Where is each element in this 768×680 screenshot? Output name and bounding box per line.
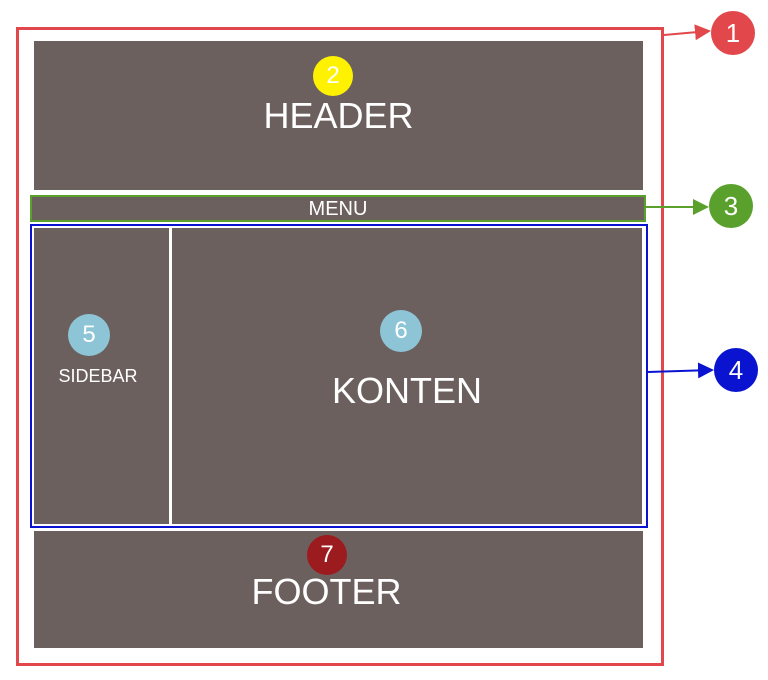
header-number-badge: 2 xyxy=(313,56,353,96)
page-callout-arrow xyxy=(663,24,711,41)
sidebar-content-divider xyxy=(169,228,172,524)
header-number: 2 xyxy=(326,62,340,89)
sidebar-number: 5 xyxy=(82,321,96,348)
sidebar-number-badge: 5 xyxy=(68,314,110,356)
page-callout-badge: 1 xyxy=(711,11,755,55)
page-container-outline xyxy=(16,27,664,666)
content-number-badge: 6 xyxy=(380,310,422,352)
content-group-outline xyxy=(30,224,648,528)
footer-label: FOOTER xyxy=(251,571,402,612)
content-group-callout-number: 4 xyxy=(728,354,744,385)
content-label: KONTEN xyxy=(331,370,482,411)
content-group-callout-arrow xyxy=(647,362,714,379)
footer-number-badge: 7 xyxy=(307,535,347,575)
menu-label: MENU xyxy=(308,198,368,220)
menu-bar xyxy=(30,195,646,222)
sidebar-label: SIDEBAR xyxy=(58,366,138,386)
header-label: HEADER xyxy=(263,95,414,136)
sidebar-block xyxy=(34,228,169,524)
page-callout-number: 1 xyxy=(725,17,741,48)
content-block xyxy=(172,228,642,524)
content-number: 6 xyxy=(394,317,408,344)
menu-callout-badge: 3 xyxy=(709,184,753,228)
footer-number: 7 xyxy=(320,541,334,568)
content-group-callout-badge: 4 xyxy=(714,348,758,392)
menu-callout-number: 3 xyxy=(723,190,739,221)
